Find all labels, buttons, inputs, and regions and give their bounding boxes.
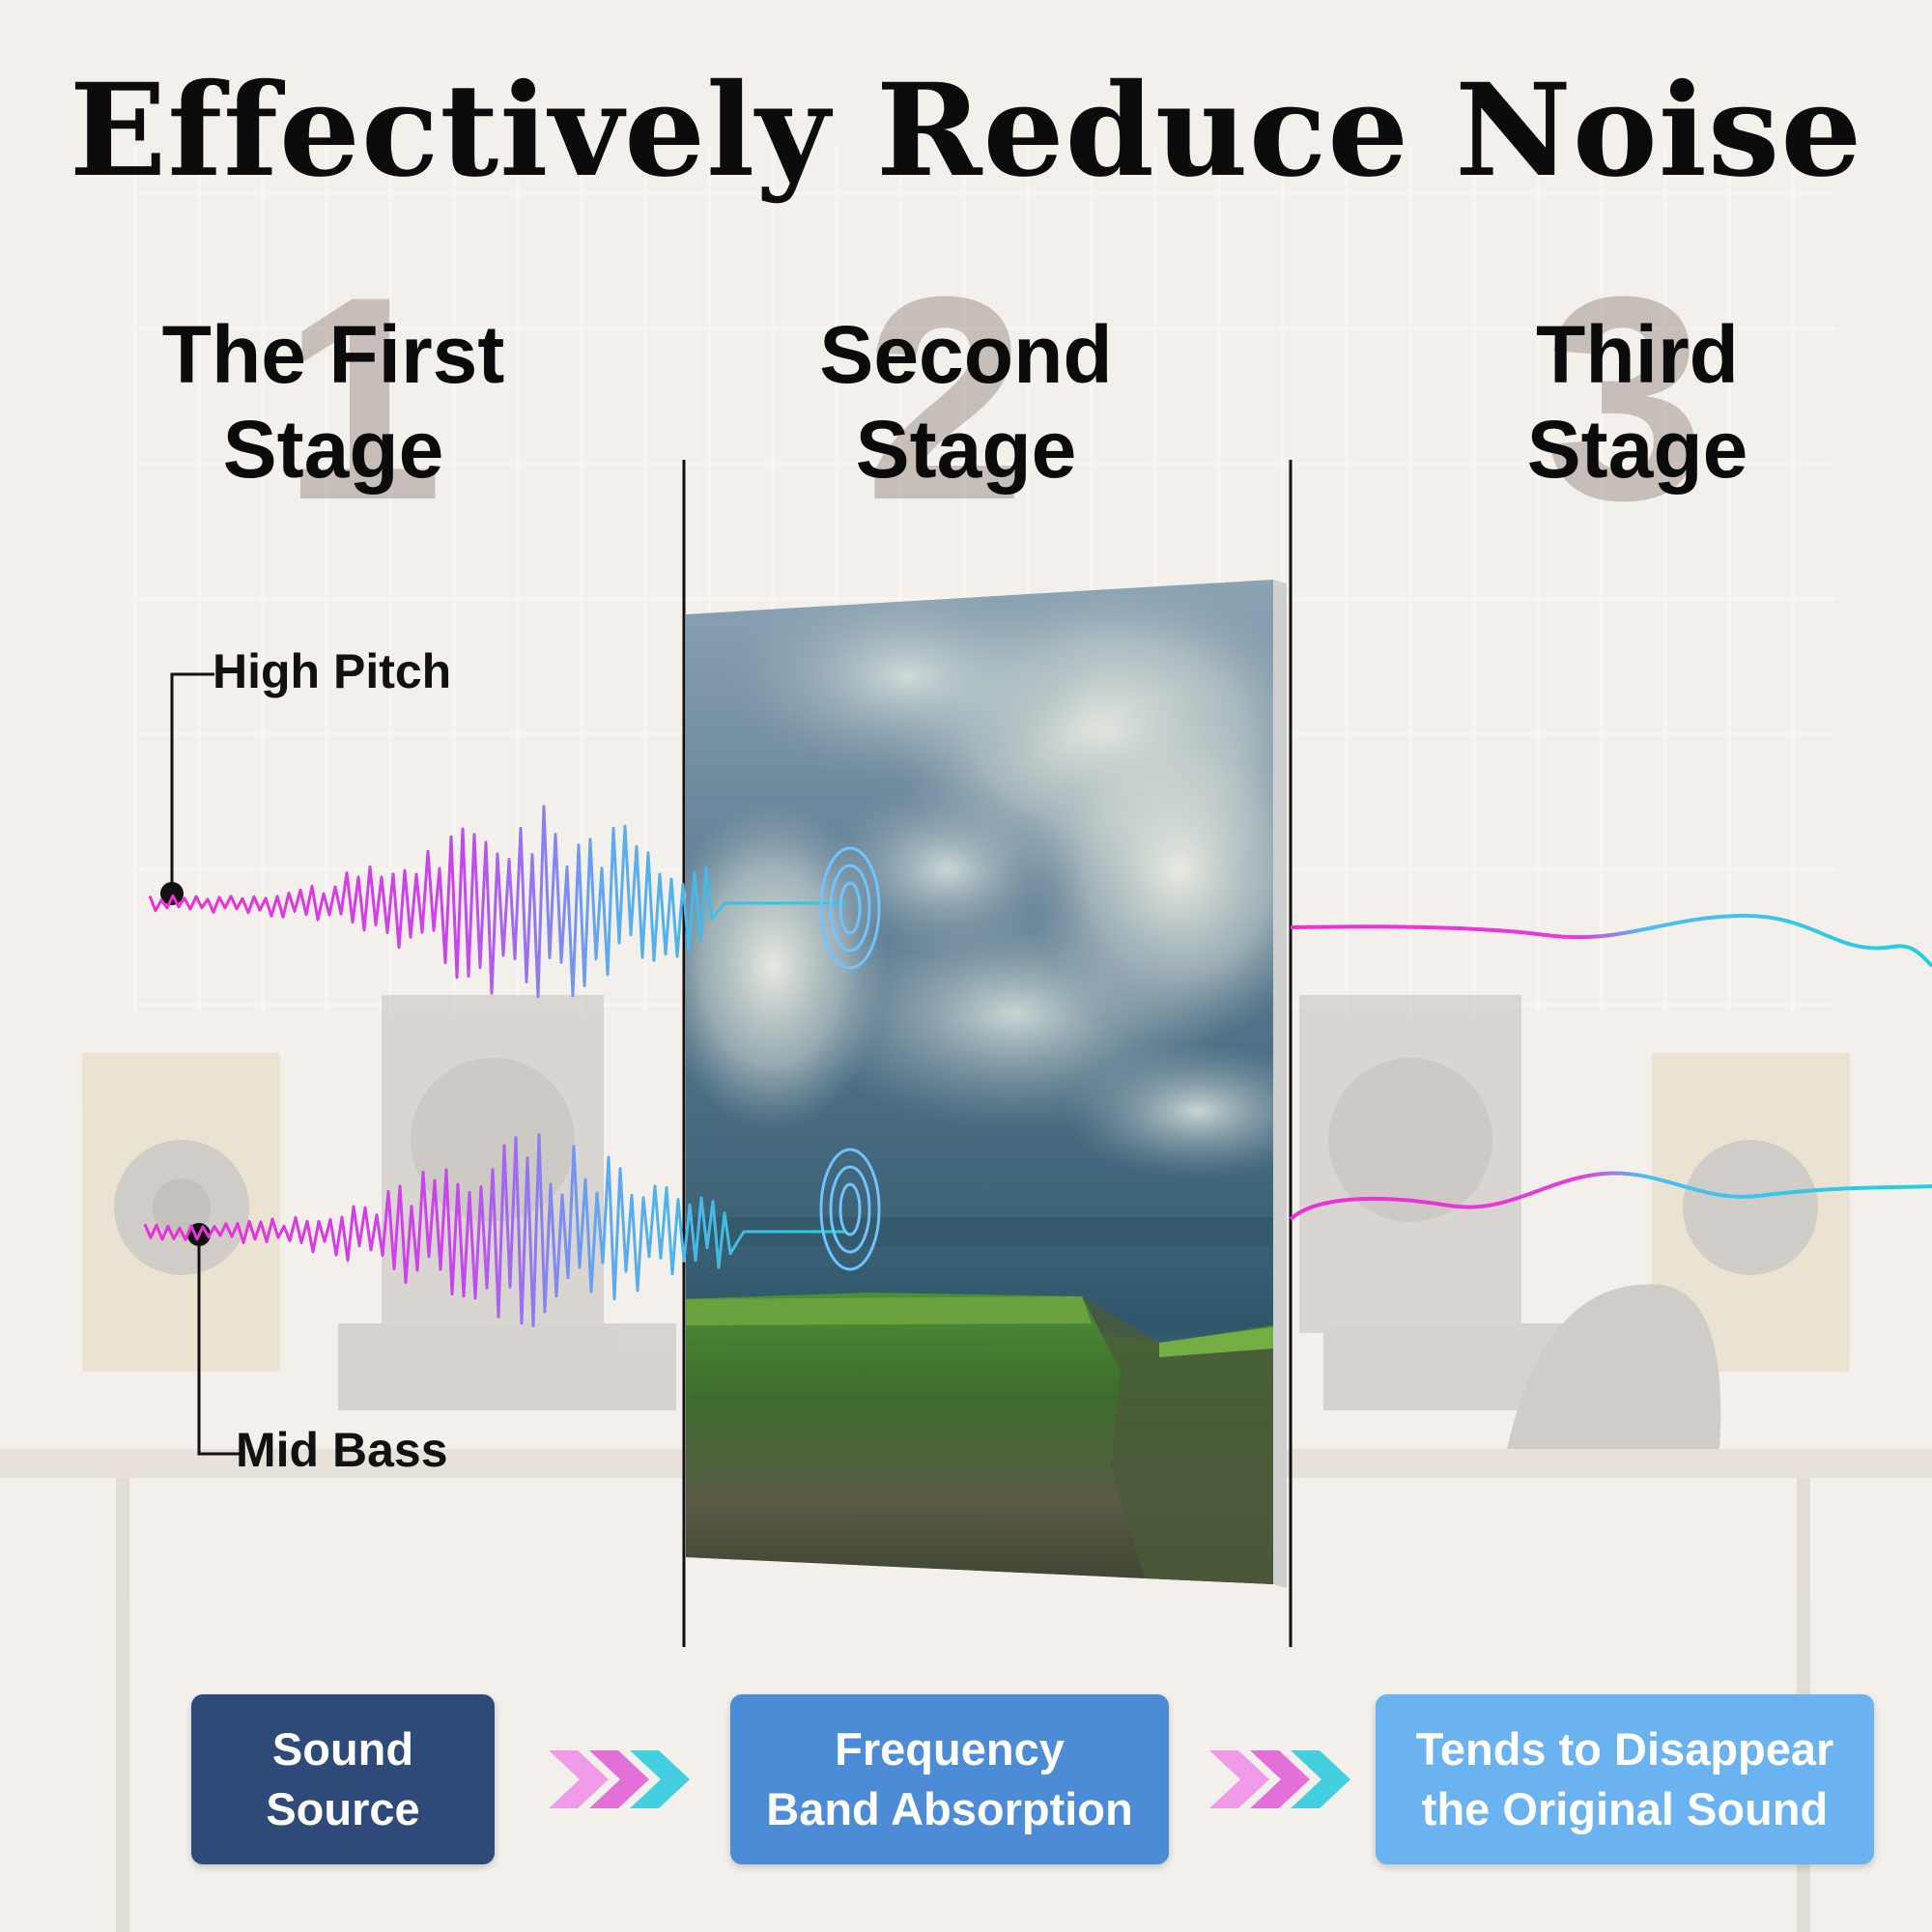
mid-bass-connector xyxy=(197,1235,240,1456)
step-2-line2: Band Absorption xyxy=(766,1783,1133,1834)
stage-title-3-line1: Third xyxy=(1536,309,1739,400)
high-pitch-output-wave xyxy=(1290,913,1932,968)
chevron-1 xyxy=(1209,1750,1269,1808)
stage-number-3: 3 xyxy=(1544,236,1705,560)
step-tends-to-disappear: Tends to Disappear the Original Sound xyxy=(1376,1694,1874,1864)
chevron-1 xyxy=(549,1750,609,1808)
chevron-2 xyxy=(589,1750,649,1808)
stage-title-2-line2: Stage xyxy=(855,404,1077,495)
step-3-line1: Tends to Disappear xyxy=(1415,1723,1834,1775)
stage-number-2: 2 xyxy=(865,236,1026,560)
stage-number-1: 1 xyxy=(282,236,443,560)
step-1-line1: Sound xyxy=(271,1723,414,1775)
arrow-chevrons-1 xyxy=(549,1750,690,1808)
step-3-line2: the Original Sound xyxy=(1421,1783,1829,1834)
mid-bass-output-wave xyxy=(1289,1171,1932,1221)
mid-bass-label: Mid Bass xyxy=(236,1423,448,1477)
acoustic-panel xyxy=(686,580,1287,1588)
stage-title-3: Third Stage xyxy=(1410,307,1864,497)
step-2-line1: Frequency xyxy=(835,1723,1065,1775)
absorption-rings-high xyxy=(819,846,881,970)
step-1-line2: Source xyxy=(266,1783,420,1834)
stage-title-1-line1: The First xyxy=(161,309,505,400)
stage-title-1-line2: Stage xyxy=(222,404,444,495)
step-sound-source: Sound Source xyxy=(191,1694,495,1864)
chevron-3 xyxy=(630,1750,690,1808)
page-title: Effectively Reduce Noise xyxy=(69,56,1863,206)
stage-title-2-line1: Second xyxy=(819,309,1113,400)
stage-title-1: The First Stage xyxy=(116,307,551,497)
chevron-2 xyxy=(1250,1750,1310,1808)
chevron-3 xyxy=(1291,1750,1350,1808)
high-pitch-wave xyxy=(148,805,845,999)
high-pitch-label: High Pitch xyxy=(213,644,452,698)
absorption-rings-low xyxy=(819,1148,881,1271)
stage-title-3-line2: Stage xyxy=(1526,404,1748,495)
mid-bass-wave xyxy=(143,1133,845,1327)
step-frequency-band-absorption: Frequency Band Absorption xyxy=(730,1694,1169,1864)
arrow-chevrons-2 xyxy=(1209,1750,1350,1808)
high-pitch-dot xyxy=(160,882,184,905)
stage-title-2: Second Stage xyxy=(744,307,1188,497)
high-pitch-connector xyxy=(170,672,214,894)
